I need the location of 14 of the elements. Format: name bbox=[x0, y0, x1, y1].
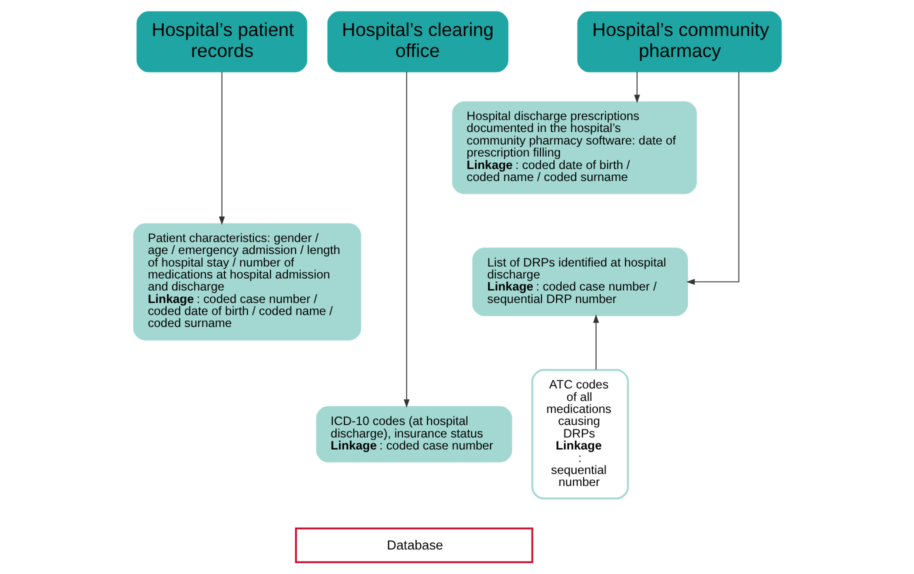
arrow bbox=[403, 71, 410, 408]
node-box: List of DRPs identified at hospital discharge Linkage: coded case number / sequential DRP number bbox=[472, 248, 688, 316]
node-box: Patient characteristics: gender / age / emergency admission / length of hospital stay / number of medications at hospital admission and discharge Linkage: coded case number / coded date of birth / coded name / coded surname bbox=[132, 223, 361, 340]
node-box: Hospital discharge prescriptions documented in the hospital’s community pharmacy software: date of prescription filling Linkage: coded date of birth / coded name / coded surname bbox=[452, 101, 696, 194]
node-box: Hospital’s clearing office bbox=[326, 11, 508, 72]
node-box: Hospital’s patient records bbox=[136, 11, 307, 72]
node-box: Database bbox=[294, 528, 533, 564]
node-box: ATC codes of all medications causing DRPs Linkage: sequential number bbox=[530, 369, 628, 500]
arrow bbox=[592, 314, 598, 370]
arrow bbox=[686, 71, 739, 285]
node-box: Hospital’s community pharmacy bbox=[576, 11, 782, 72]
node-box: ICD-10 codes (at hospital discharge), insurance status Linkage: coded case number bbox=[316, 406, 512, 462]
arrow bbox=[218, 71, 224, 226]
arrow bbox=[634, 71, 640, 104]
